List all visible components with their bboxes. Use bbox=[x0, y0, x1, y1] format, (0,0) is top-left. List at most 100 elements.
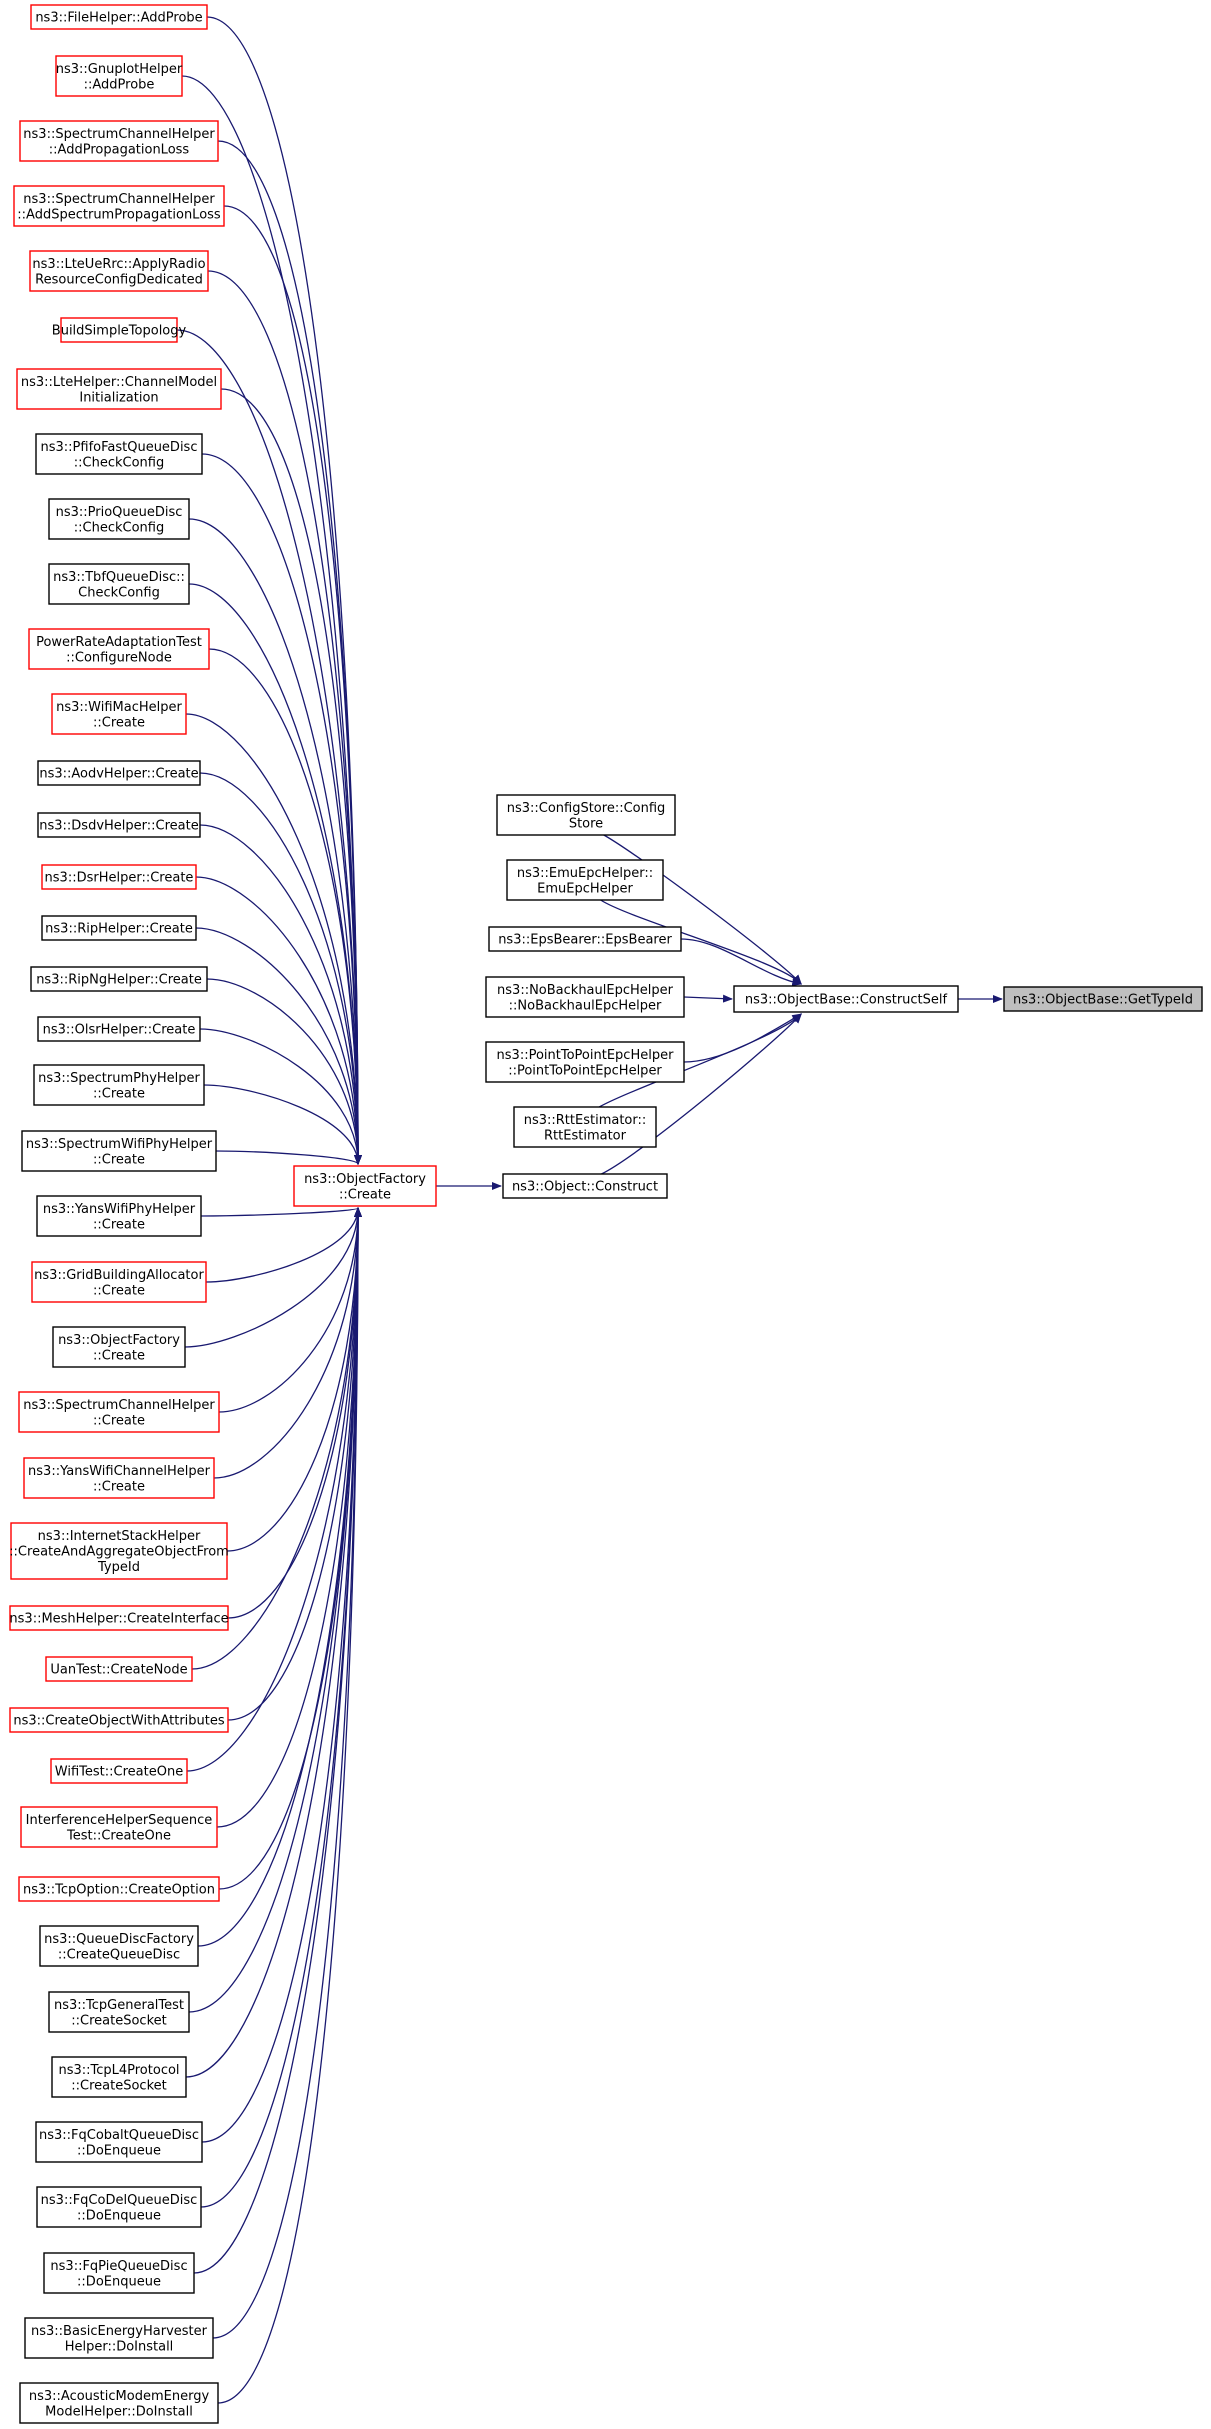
edge-c39-to-objectFactoryCreate bbox=[212, 1207, 362, 2339]
node-label: ns3::ConfigStore::Config bbox=[507, 801, 666, 816]
node-c40[interactable]: ns3::AcousticModemEnergyModelHelper::DoI… bbox=[19, 2382, 219, 2424]
node-c11[interactable]: PowerRateAdaptationTest::ConfigureNode bbox=[28, 628, 210, 670]
node-c38[interactable]: ns3::FqPieQueueDisc::DoEnqueue bbox=[43, 2252, 195, 2294]
node-c31[interactable]: InterferenceHelperSequenceTest::CreateOn… bbox=[20, 1806, 218, 1848]
node-label: InterferenceHelperSequence bbox=[26, 1813, 213, 1828]
node-c06[interactable]: BuildSimpleTopology bbox=[52, 317, 187, 343]
node-label: ::AddSpectrumPropagationLoss bbox=[17, 207, 221, 222]
node-constructSelf[interactable]: ns3::ObjectBase::ConstructSelf bbox=[733, 985, 959, 1013]
node-box bbox=[37, 812, 201, 838]
edge-c24-to-objectFactoryCreate bbox=[218, 1207, 362, 1413]
node-c17[interactable]: ns3::RipNgHelper::Create bbox=[30, 966, 208, 992]
node-c22[interactable]: ns3::GridBuildingAllocator::Create bbox=[31, 1261, 207, 1303]
node-c33[interactable]: ns3::QueueDiscFactory::CreateQueueDisc bbox=[39, 1925, 199, 1967]
node-c25[interactable]: ns3::YansWifiChannelHelper::Create bbox=[23, 1457, 215, 1499]
node-c36[interactable]: ns3::FqCobaltQueueDisc::DoEnqueue bbox=[35, 2121, 203, 2163]
node-label: ::AddPropagationLoss bbox=[49, 142, 190, 157]
node-c10[interactable]: ns3::TbfQueueDisc::CheckConfig bbox=[48, 563, 190, 605]
node-c35[interactable]: ns3::TcpL4Protocol::CreateSocket bbox=[51, 2056, 187, 2098]
edges-layer bbox=[176, 16, 1003, 2404]
node-rttEstimator[interactable]: ns3::RttEstimator::RttEstimator bbox=[513, 1106, 657, 1148]
node-label: ns3::InternetStackHelper bbox=[38, 1529, 201, 1544]
node-box bbox=[733, 985, 959, 1013]
node-c37[interactable]: ns3::FqCoDelQueueDisc::DoEnqueue bbox=[36, 2186, 202, 2228]
node-objectConstruct[interactable]: ns3::Object::Construct bbox=[502, 1173, 668, 1199]
node-c27[interactable]: ns3::MeshHelper::CreateInterface bbox=[9, 1605, 229, 1631]
node-box bbox=[60, 317, 178, 343]
edge-c19-to-objectFactoryCreate bbox=[203, 1084, 362, 1165]
node-c28[interactable]: UanTest::CreateNode bbox=[45, 1656, 193, 1682]
node-label: Initialization bbox=[79, 390, 158, 405]
node-label: ::Create bbox=[93, 1479, 145, 1494]
node-label: ns3::RttEstimator:: bbox=[524, 1113, 647, 1128]
node-c18[interactable]: ns3::OlsrHelper::Create bbox=[37, 1016, 201, 1042]
edge-c40-to-objectFactoryCreate bbox=[217, 1207, 362, 2404]
node-c01[interactable]: ns3::FileHelper::AddProbe bbox=[30, 4, 208, 30]
node-c08[interactable]: ns3::PfifoFastQueueDisc::CheckConfig bbox=[35, 433, 203, 475]
node-label: TypeId bbox=[97, 1560, 140, 1575]
node-c23[interactable]: ns3::ObjectFactory::Create bbox=[52, 1326, 186, 1368]
node-box bbox=[35, 433, 203, 475]
edge-c23-to-objectFactoryCreate bbox=[184, 1207, 362, 1348]
node-c29[interactable]: ns3::CreateObjectWithAttributes bbox=[9, 1707, 229, 1733]
node-c19[interactable]: ns3::SpectrumPhyHelper::Create bbox=[33, 1064, 205, 1106]
node-emuEpc[interactable]: ns3::EmuEpcHelper::EmuEpcHelper bbox=[506, 859, 664, 901]
nodes-layer: ns3::ObjectBase::GetTypeId ns3::ObjectBas… bbox=[9, 4, 1203, 2424]
node-label: ::DoEnqueue bbox=[77, 2208, 161, 2223]
node-label: ns3::DsdvHelper::Create bbox=[39, 819, 198, 834]
node-label: ::DoEnqueue bbox=[77, 2274, 161, 2289]
node-c07[interactable]: ns3::LteHelper::ChannelModelInitializati… bbox=[16, 368, 222, 410]
node-label: ::Create bbox=[93, 1348, 145, 1363]
node-c24[interactable]: ns3::SpectrumChannelHelper::Create bbox=[18, 1391, 220, 1433]
node-c03[interactable]: ns3::SpectrumChannelHelper::AddPropagati… bbox=[19, 120, 219, 162]
node-label: ::NoBackhaulEpcHelper bbox=[509, 998, 662, 1013]
node-c05[interactable]: ns3::LteUeRrc::ApplyRadioResourceConfigD… bbox=[29, 250, 209, 292]
node-label: ns3::TcpL4Protocol bbox=[58, 2063, 179, 2078]
node-label: ns3::SpectrumWifiPhyHelper bbox=[26, 1137, 213, 1152]
node-box bbox=[21, 1130, 217, 1172]
edge-c01-to-objectFactoryCreate bbox=[206, 16, 362, 1165]
node-label: ns3::ObjectBase::ConstructSelf bbox=[745, 993, 948, 1008]
node-objectFactoryCreate[interactable]: ns3::ObjectFactory::Create bbox=[293, 1165, 437, 1207]
node-label: ns3::ObjectFactory bbox=[58, 1333, 180, 1348]
node-label: ::Create bbox=[93, 1413, 145, 1428]
node-c09[interactable]: ns3::PrioQueueDisc::CheckConfig bbox=[48, 498, 190, 540]
node-label: ns3::SpectrumChannelHelper bbox=[23, 127, 215, 142]
node-c13[interactable]: ns3::AodvHelper::Create bbox=[37, 760, 201, 786]
node-label: ns3::AcousticModemEnergy bbox=[29, 2389, 210, 2404]
node-box bbox=[41, 915, 197, 941]
node-label: ns3::PfifoFastQueueDisc bbox=[41, 440, 198, 455]
node-label: ns3::YansWifiPhyHelper bbox=[43, 1202, 196, 1217]
edge-c13-to-objectFactoryCreate bbox=[199, 772, 362, 1165]
edge-noBackhaul-to-constructSelf bbox=[683, 994, 733, 1003]
node-c26[interactable]: ns3::InternetStackHelper::CreateAndAggre… bbox=[9, 1522, 229, 1580]
node-c15[interactable]: ns3::DsrHelper::Create bbox=[41, 864, 197, 890]
node-c30[interactable]: WifiTest::CreateOne bbox=[50, 1758, 188, 1784]
node-p2pEpc[interactable]: ns3::PointToPointEpcHelper::PointToPoint… bbox=[485, 1041, 685, 1083]
node-c34[interactable]: ns3::TcpGeneralTest::CreateSocket bbox=[48, 1991, 190, 2033]
node-c02[interactable]: ns3::GnuplotHelper::AddProbe bbox=[55, 55, 183, 97]
node-noBackhaul[interactable]: ns3::NoBackhaulEpcHelper::NoBackhaulEpcH… bbox=[485, 976, 685, 1018]
node-label: ns3::GridBuildingAllocator bbox=[34, 1268, 204, 1283]
node-label: ::CheckConfig bbox=[74, 520, 164, 535]
node-label: ::Create bbox=[93, 1283, 145, 1298]
node-epsBearer[interactable]: ns3::EpsBearer::EpsBearer bbox=[488, 926, 682, 952]
node-c20[interactable]: ns3::SpectrumWifiPhyHelper::Create bbox=[21, 1130, 217, 1172]
node-configStore[interactable]: ns3::ConfigStore::ConfigStore bbox=[496, 794, 676, 836]
node-c12[interactable]: ns3::WifiMacHelper::Create bbox=[51, 693, 187, 735]
node-box bbox=[37, 1016, 201, 1042]
node-getTypeId[interactable]: ns3::ObjectBase::GetTypeId bbox=[1003, 986, 1203, 1012]
node-box bbox=[10, 1522, 228, 1580]
node-box bbox=[506, 859, 664, 901]
node-c14[interactable]: ns3::DsdvHelper::Create bbox=[37, 812, 201, 838]
node-c04[interactable]: ns3::SpectrumChannelHelper::AddSpectrumP… bbox=[13, 185, 225, 227]
node-c21[interactable]: ns3::YansWifiPhyHelper::Create bbox=[36, 1195, 202, 1237]
node-c16[interactable]: ns3::RipHelper::Create bbox=[41, 915, 197, 941]
node-c39[interactable]: ns3::BasicEnergyHarvesterHelper::DoInsta… bbox=[24, 2317, 214, 2359]
node-label: ns3::LteUeRrc::ApplyRadio bbox=[32, 257, 205, 272]
node-c32[interactable]: ns3::TcpOption::CreateOption bbox=[18, 1876, 220, 1902]
node-box bbox=[28, 628, 210, 670]
node-box bbox=[48, 563, 190, 605]
node-label: ns3::TbfQueueDisc:: bbox=[53, 570, 185, 585]
node-label: Helper::DoInstall bbox=[65, 2339, 174, 2354]
